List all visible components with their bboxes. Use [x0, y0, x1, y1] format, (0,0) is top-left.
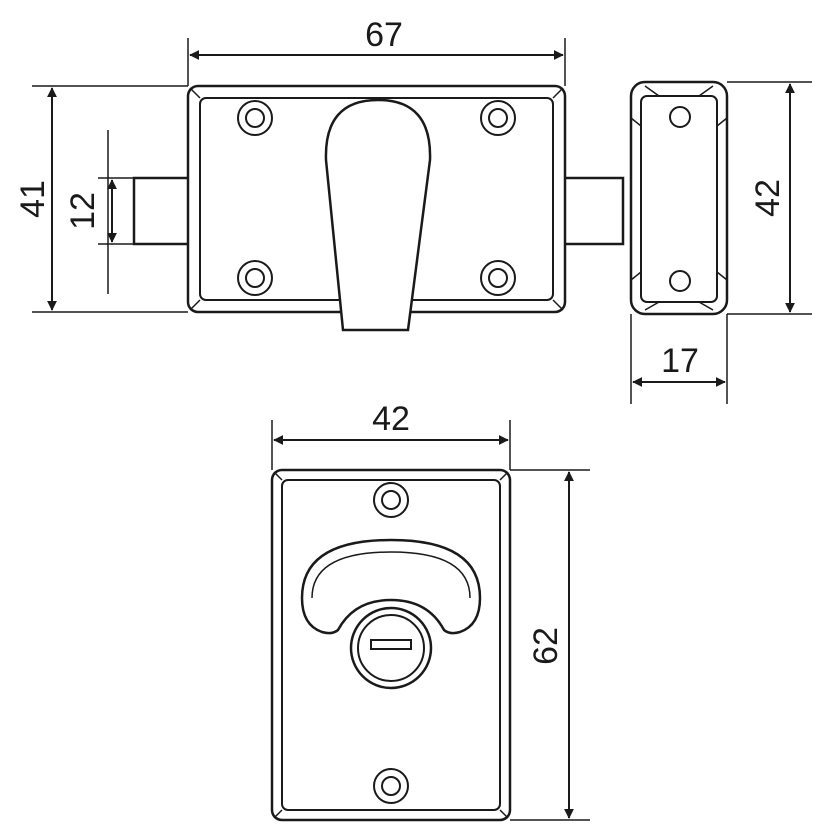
- screw-hole-top-right: [480, 100, 516, 136]
- lever-handle: [324, 98, 432, 332]
- bolt-left: [132, 176, 198, 246]
- dimension-label-12: 12: [64, 192, 102, 230]
- coin-slot: [370, 639, 412, 650]
- dimension-label-62: 62: [527, 627, 565, 665]
- dimension-indicator-height: 62: [510, 469, 590, 821]
- side-hole-top: [669, 106, 691, 128]
- screw-hole-bottom-left: [237, 260, 273, 296]
- dimension-label-17: 17: [661, 342, 699, 380]
- plate-screw-top: [373, 482, 409, 518]
- dimension-side-height: 42: [727, 81, 812, 315]
- plate-inner: [281, 479, 501, 811]
- lock-side-view: [629, 80, 729, 316]
- emergency-release-inner: [357, 614, 425, 682]
- dimension-side-depth: 17: [630, 314, 728, 404]
- screw-hole-top-left: [237, 100, 273, 136]
- plate-screw-bottom: [373, 768, 409, 804]
- indicator-plate-view: [270, 468, 512, 822]
- dimension-indicator-width: 42: [271, 400, 511, 470]
- lock-front-view: [132, 84, 625, 332]
- dimension-label-42-plate: 42: [372, 400, 410, 438]
- side-body-inner: [640, 95, 718, 303]
- bolt-right: [553, 176, 625, 246]
- dimension-bolt-height: 12: [64, 130, 134, 294]
- dimension-label-67: 67: [365, 16, 403, 54]
- indicator-window: [300, 538, 482, 635]
- dimension-label-42-side: 42: [749, 179, 787, 217]
- screw-hole-bottom-right: [480, 260, 516, 296]
- dimension-lock-height: 41: [14, 85, 188, 313]
- side-body-outer: [629, 80, 729, 316]
- dimension-lock-width: 67: [187, 16, 566, 86]
- side-hole-bottom: [669, 270, 691, 292]
- dimension-label-41: 41: [14, 180, 52, 218]
